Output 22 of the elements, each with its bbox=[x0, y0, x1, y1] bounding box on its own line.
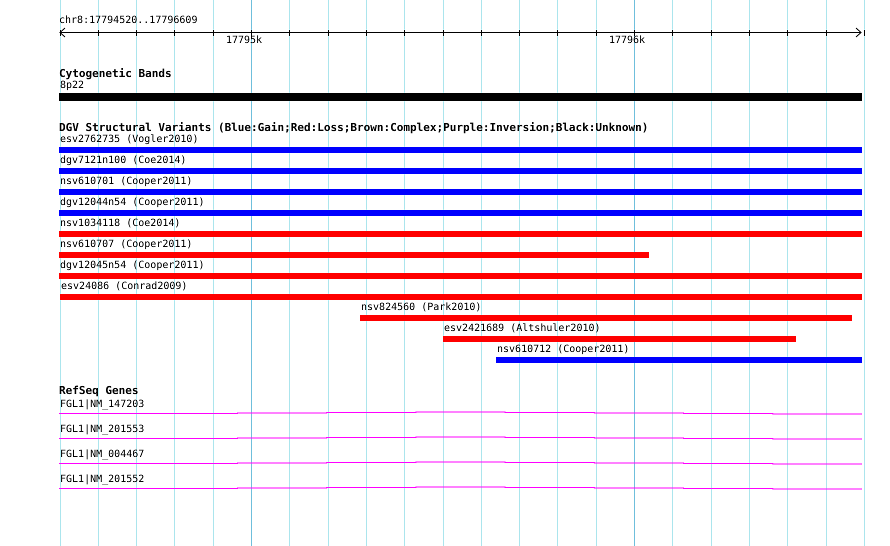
variant-label: dgv12044n54 (Cooper2011) bbox=[60, 197, 204, 208]
track-heading: Cytogenetic Bands bbox=[59, 68, 172, 79]
region-label: chr8:17794520..17796609 bbox=[59, 15, 198, 26]
gene-label: FGL1|NM_004467 bbox=[60, 449, 144, 460]
variant-label: nsv610707 (Cooper2011) bbox=[60, 239, 192, 250]
band-label: 8p22 bbox=[60, 80, 84, 91]
scale-tick-label: 17795k bbox=[226, 35, 262, 46]
variant-label: nsv610712 (Cooper2011) bbox=[497, 344, 630, 355]
gene-label: FGL1|NM_201552 bbox=[60, 474, 144, 485]
scale-tick-label: 17796k bbox=[608, 35, 646, 46]
variant-label: nsv824560 (Park2010) bbox=[361, 302, 482, 313]
variant-label: dgv7121n100 (Coe2014) bbox=[60, 155, 186, 166]
track-heading: DGV Structural Variants (Blue:Gain;Red:Loss;Brown:Complex;Purple:Inversion;Black:Unknown) bbox=[59, 122, 648, 133]
gene-label: FGL1|NM_147203 bbox=[60, 399, 144, 410]
variant-label: esv24086 (Conrad2009) bbox=[61, 281, 188, 292]
variant-label: nsv610701 (Cooper2011) bbox=[60, 176, 192, 187]
variant-label: nsv1034118 (Coe2014) bbox=[60, 218, 180, 229]
variant-label: esv2421689 (Altshuler2010) bbox=[444, 323, 601, 334]
track-heading: RefSeq Genes bbox=[59, 385, 138, 396]
variant-label: dgv12045n54 (Cooper2011) bbox=[60, 260, 204, 271]
gene-label: FGL1|NM_201553 bbox=[60, 424, 144, 435]
variant-label: esv2762735 (Vogler2010) bbox=[60, 134, 198, 145]
